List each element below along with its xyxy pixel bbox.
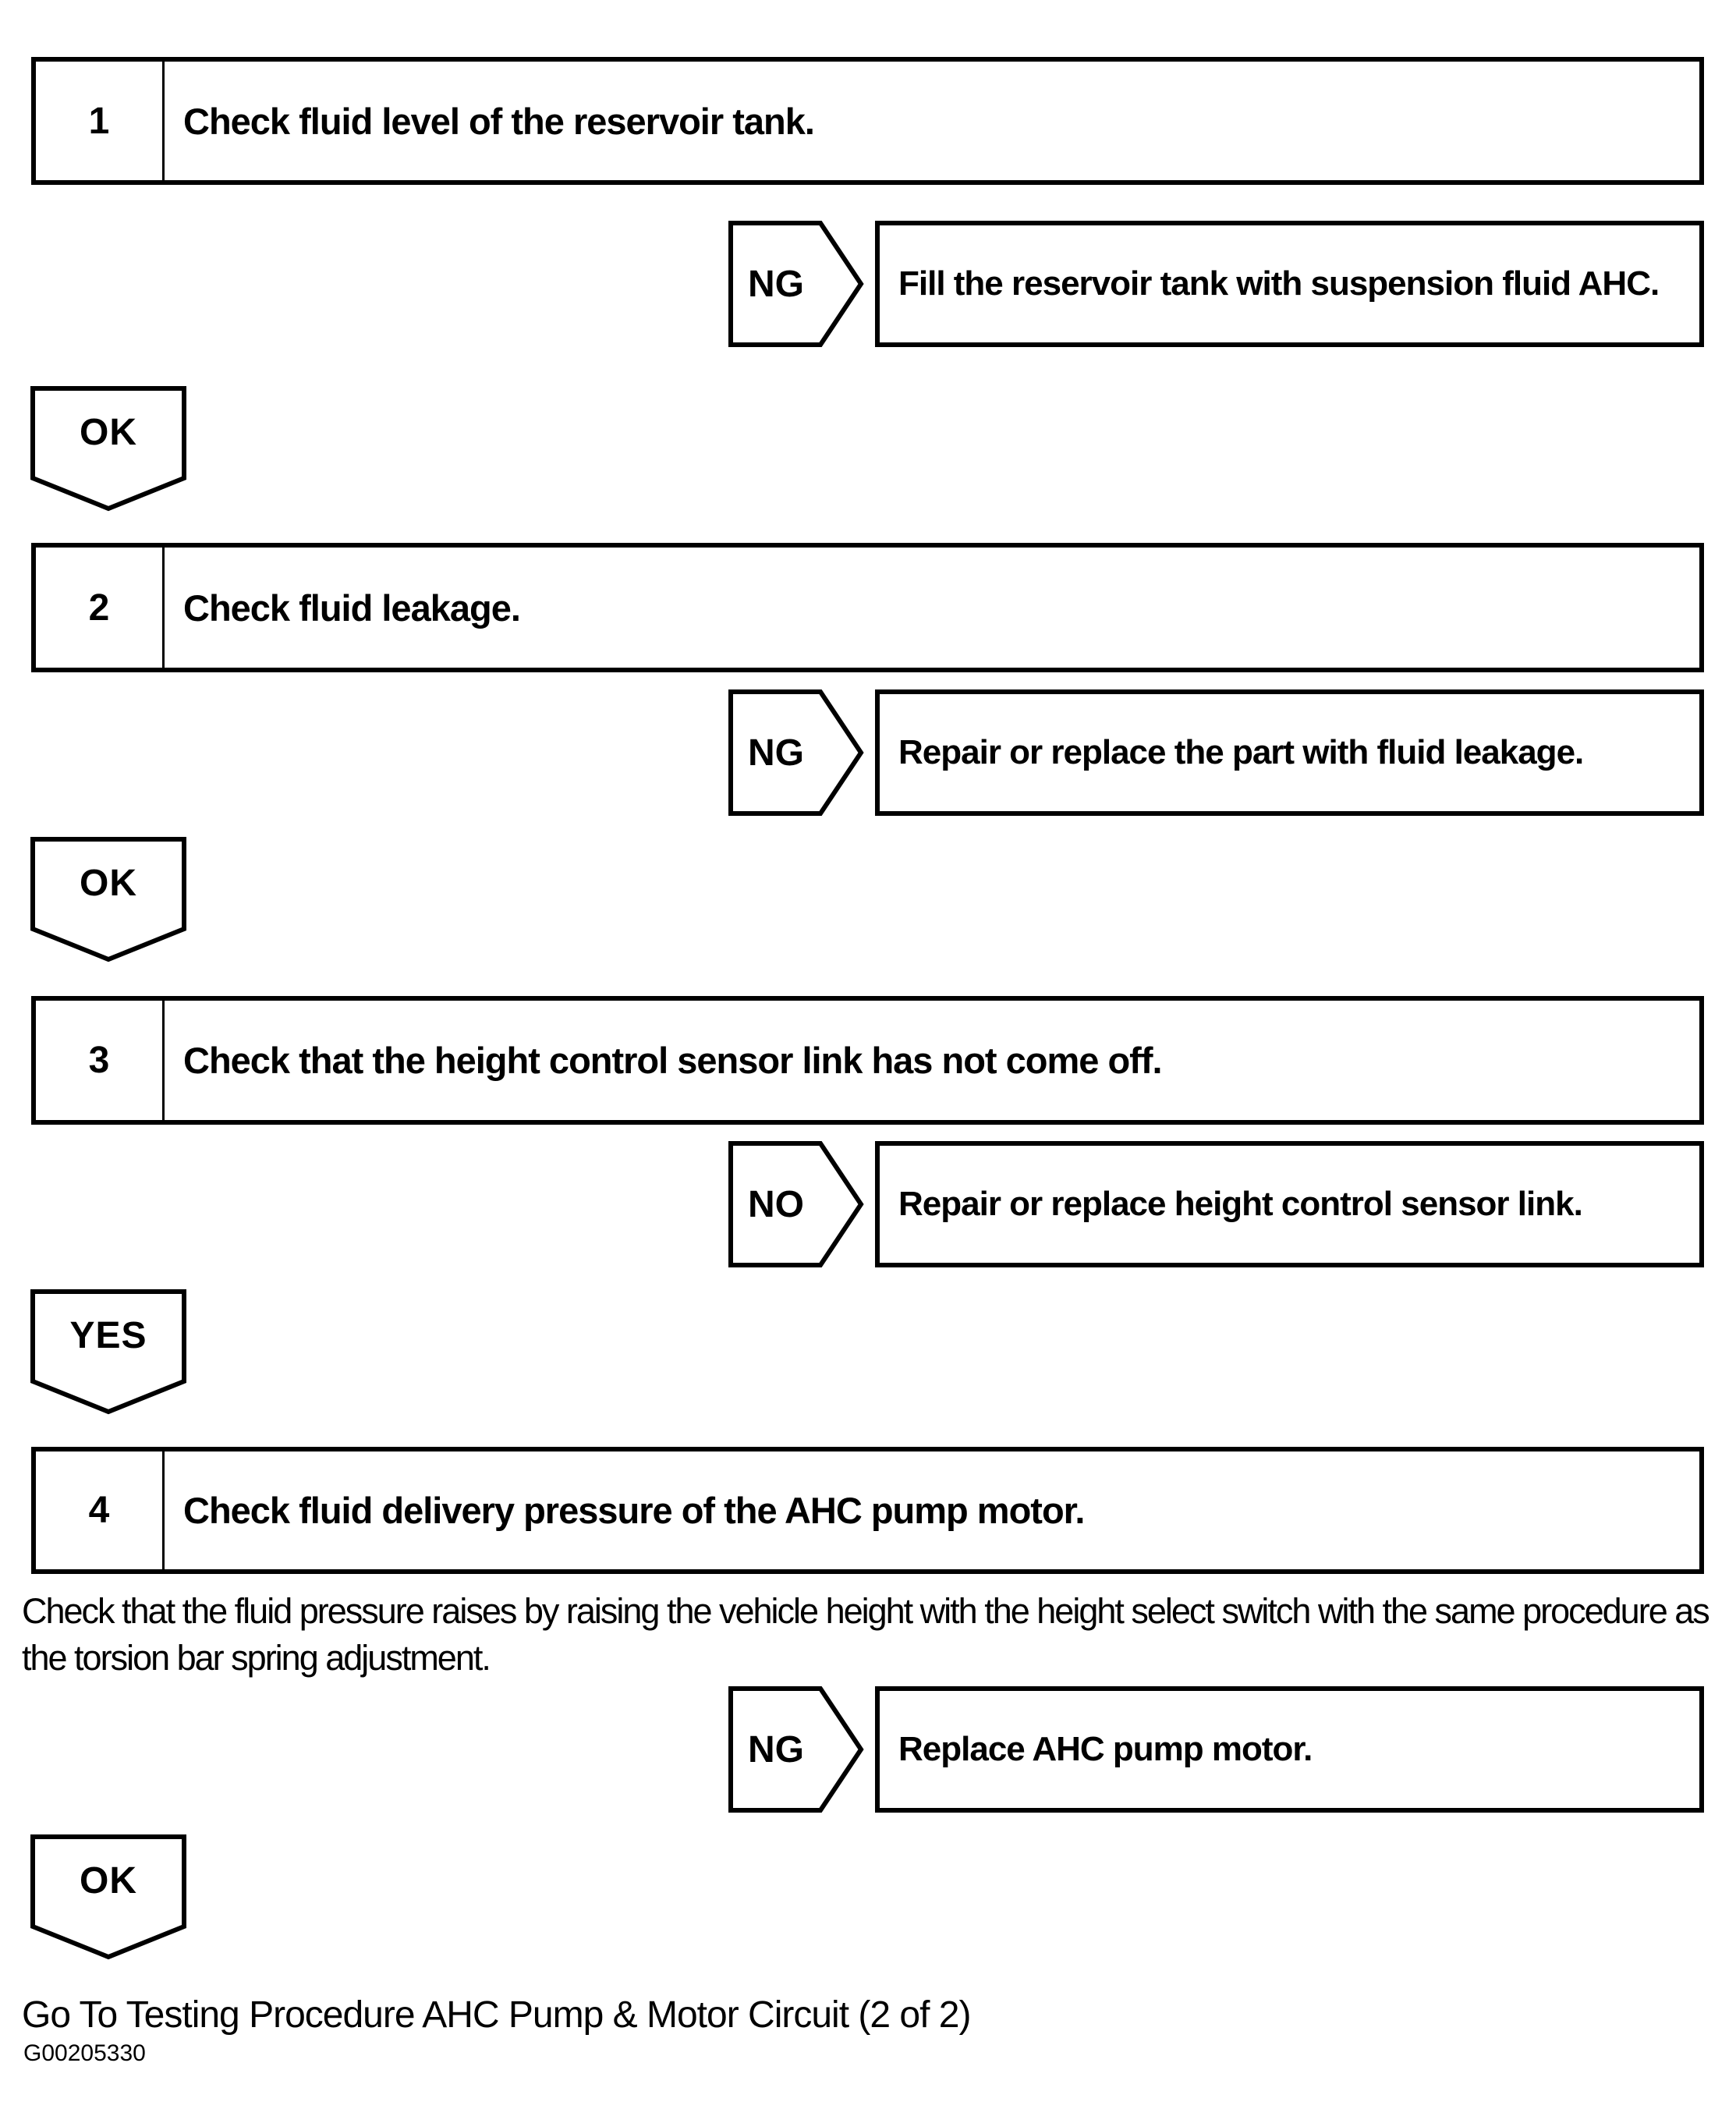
branch-label: NG (748, 732, 804, 774)
step-box-4: 4 Check fluid delivery pressure of the A… (31, 1447, 1704, 1574)
figure-id: G00205330 (23, 2040, 146, 2066)
no-arrow-3: NO (728, 1141, 864, 1267)
goto-instruction: Go To Testing Procedure AHC Pump & Motor… (22, 1994, 971, 2036)
action-box-2: Repair or replace the part with fluid le… (875, 689, 1704, 816)
action-text: Replace AHC pump motor. (898, 1730, 1313, 1768)
step-4-note: Check that the fluid pressure raises by … (22, 1591, 1710, 1678)
connector-label: OK (80, 1859, 137, 1902)
action-box-3: Repair or replace height control sensor … (875, 1141, 1704, 1267)
step-title: Check fluid level of the reservoir tank. (183, 100, 815, 142)
step-box-2: 2 Check fluid leakage. (31, 543, 1704, 672)
branch-label: NG (748, 1728, 804, 1770)
right-arrow-pentagon-icon (728, 689, 864, 816)
step-number: 2 (36, 548, 165, 668)
ng-arrow-1: NG (728, 221, 864, 347)
branch-label: NO (748, 1183, 804, 1225)
down-arrow-pentagon-icon (30, 1834, 186, 1960)
action-text: Repair or replace height control sensor … (898, 1185, 1583, 1223)
ng-arrow-2: NG (728, 689, 864, 816)
connector-label: YES (69, 1314, 147, 1356)
step-box-1: 1 Check fluid level of the reservoir tan… (31, 57, 1704, 185)
down-arrow-pentagon-icon (30, 837, 186, 962)
connector-label: OK (80, 862, 137, 904)
connector-label: OK (80, 411, 137, 453)
right-arrow-pentagon-icon (728, 221, 864, 347)
step-number: 4 (36, 1451, 165, 1569)
down-arrow-pentagon-icon (30, 386, 186, 512)
down-arrow-pentagon-icon (30, 1289, 186, 1415)
ok-connector-4: OK (30, 1834, 186, 1960)
ng-arrow-4: NG (728, 1686, 864, 1813)
action-box-1: Fill the reservoir tank with suspension … (875, 221, 1704, 347)
ok-connector-1: OK (30, 386, 186, 512)
step-title: Check fluid leakage. (183, 587, 521, 629)
step-number: 1 (36, 62, 165, 180)
step-number: 3 (36, 1001, 165, 1120)
step-title: Check that the height control sensor lin… (183, 1040, 1163, 1081)
step-box-3: 3 Check that the height control sensor l… (31, 996, 1704, 1125)
right-arrow-pentagon-icon (728, 1686, 864, 1813)
yes-connector-3: YES (30, 1289, 186, 1415)
action-text: Fill the reservoir tank with suspension … (898, 264, 1660, 303)
action-box-4: Replace AHC pump motor. (875, 1686, 1704, 1813)
right-arrow-pentagon-icon (728, 1141, 864, 1267)
step-title: Check fluid delivery pressure of the AHC… (183, 1490, 1085, 1531)
ok-connector-2: OK (30, 837, 186, 962)
action-text: Repair or replace the part with fluid le… (898, 733, 1584, 771)
branch-label: NG (748, 263, 804, 305)
